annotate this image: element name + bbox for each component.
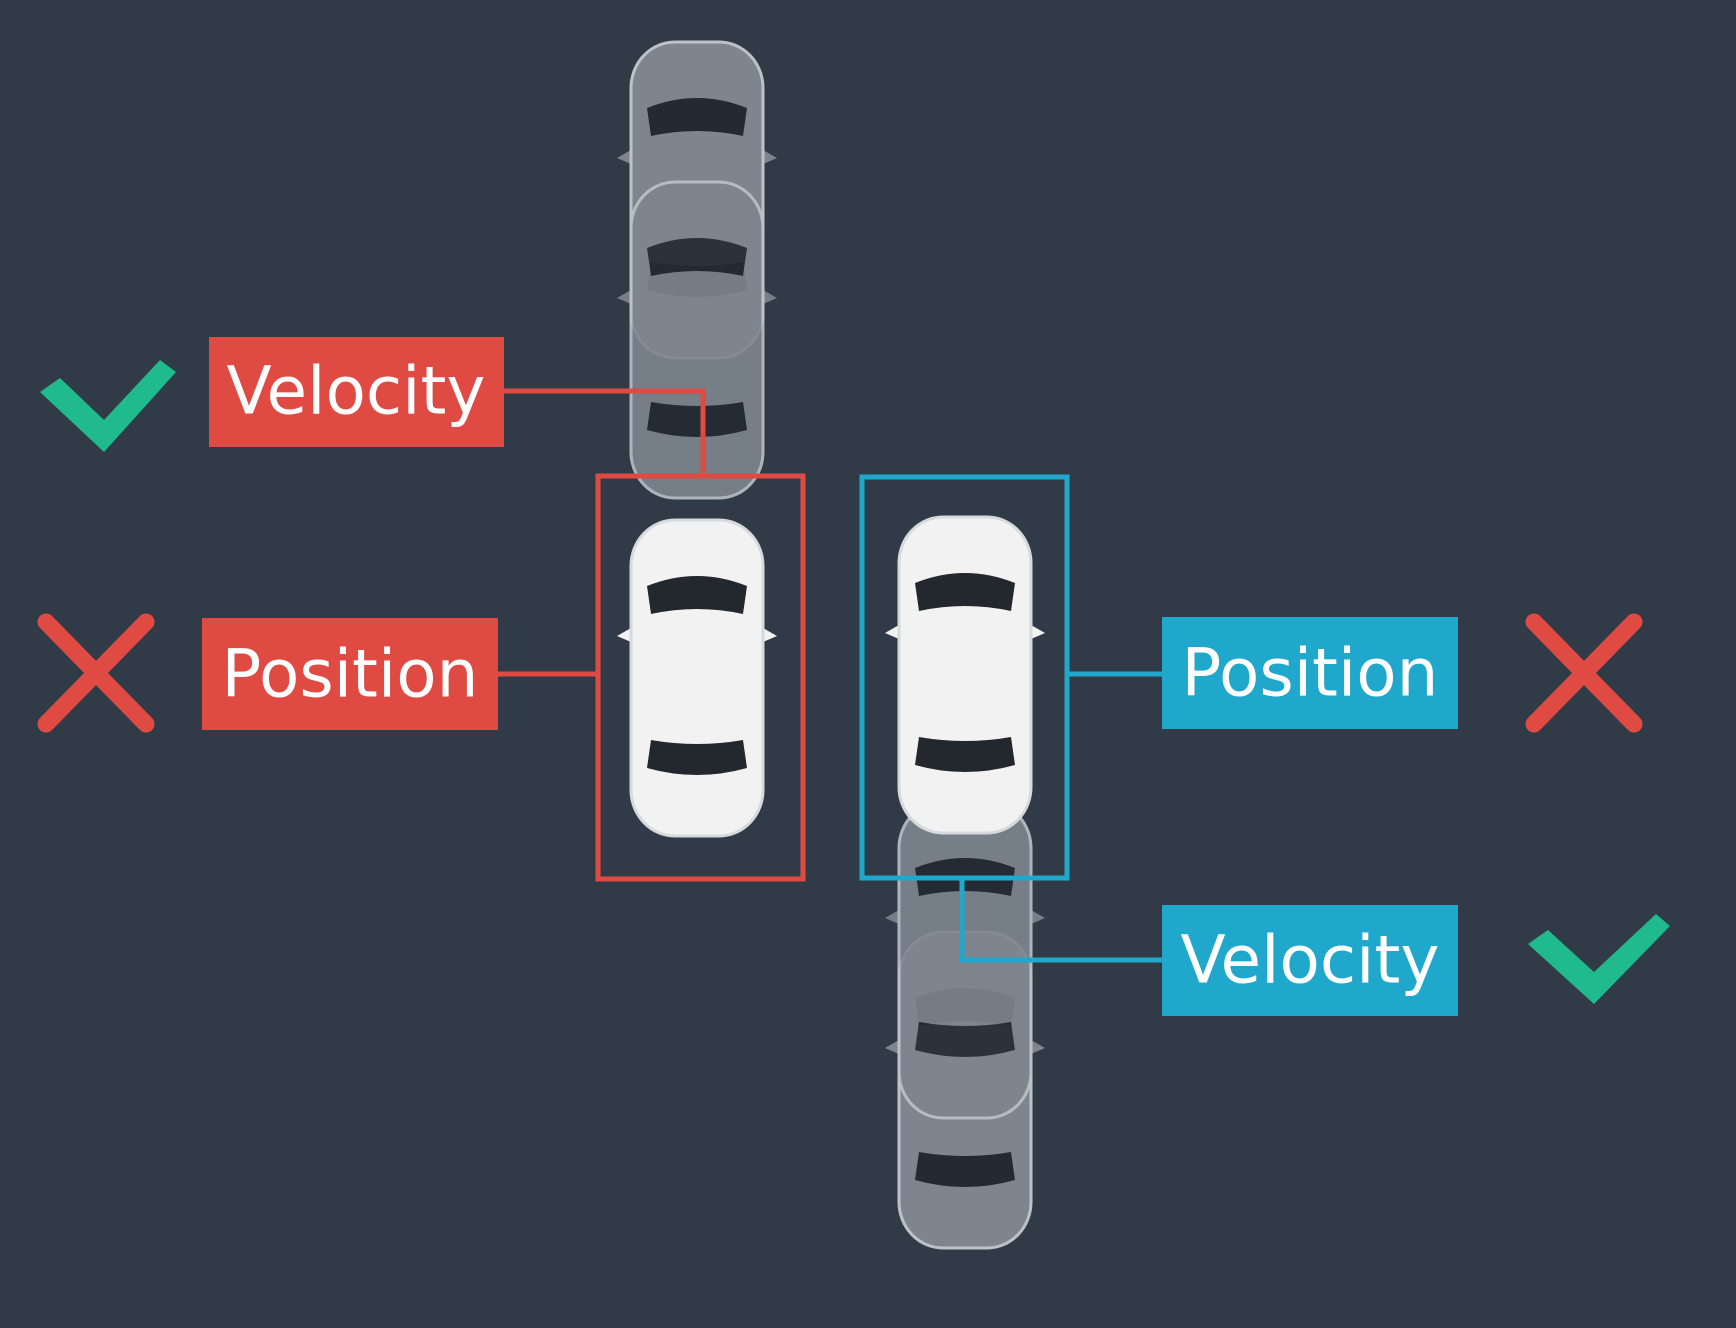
right-velocity-label-box xyxy=(1162,905,1458,1016)
left-car xyxy=(617,518,777,838)
right-position-label-box xyxy=(1162,617,1458,729)
left-velocity-label: Velocity xyxy=(209,337,504,447)
left-position-label-text: Position xyxy=(222,636,479,713)
right-car xyxy=(885,515,1045,835)
left-position-cross-icon xyxy=(37,613,155,733)
right-velocity-connector xyxy=(959,878,1163,963)
left-position-label-box xyxy=(202,618,498,730)
right-car-ghost-trail xyxy=(885,800,1045,1250)
left-velocity-check-icon xyxy=(40,360,176,452)
left-velocity-label-box xyxy=(209,337,504,447)
left-position-label: Position xyxy=(202,618,498,730)
left-car-ghost-trail xyxy=(617,40,777,500)
right-velocity-check-icon xyxy=(1528,914,1670,1004)
right-position-cross-icon xyxy=(1525,613,1643,733)
left-velocity-connector xyxy=(503,388,706,476)
left-velocity-label-text: Velocity xyxy=(227,353,486,430)
right-velocity-label: Velocity xyxy=(1162,905,1458,1016)
right-velocity-label-text: Velocity xyxy=(1181,922,1440,999)
left-ghost-car-2 xyxy=(617,180,777,500)
right-position-label-text: Position xyxy=(1182,635,1439,712)
right-position-label: Position xyxy=(1162,617,1458,729)
